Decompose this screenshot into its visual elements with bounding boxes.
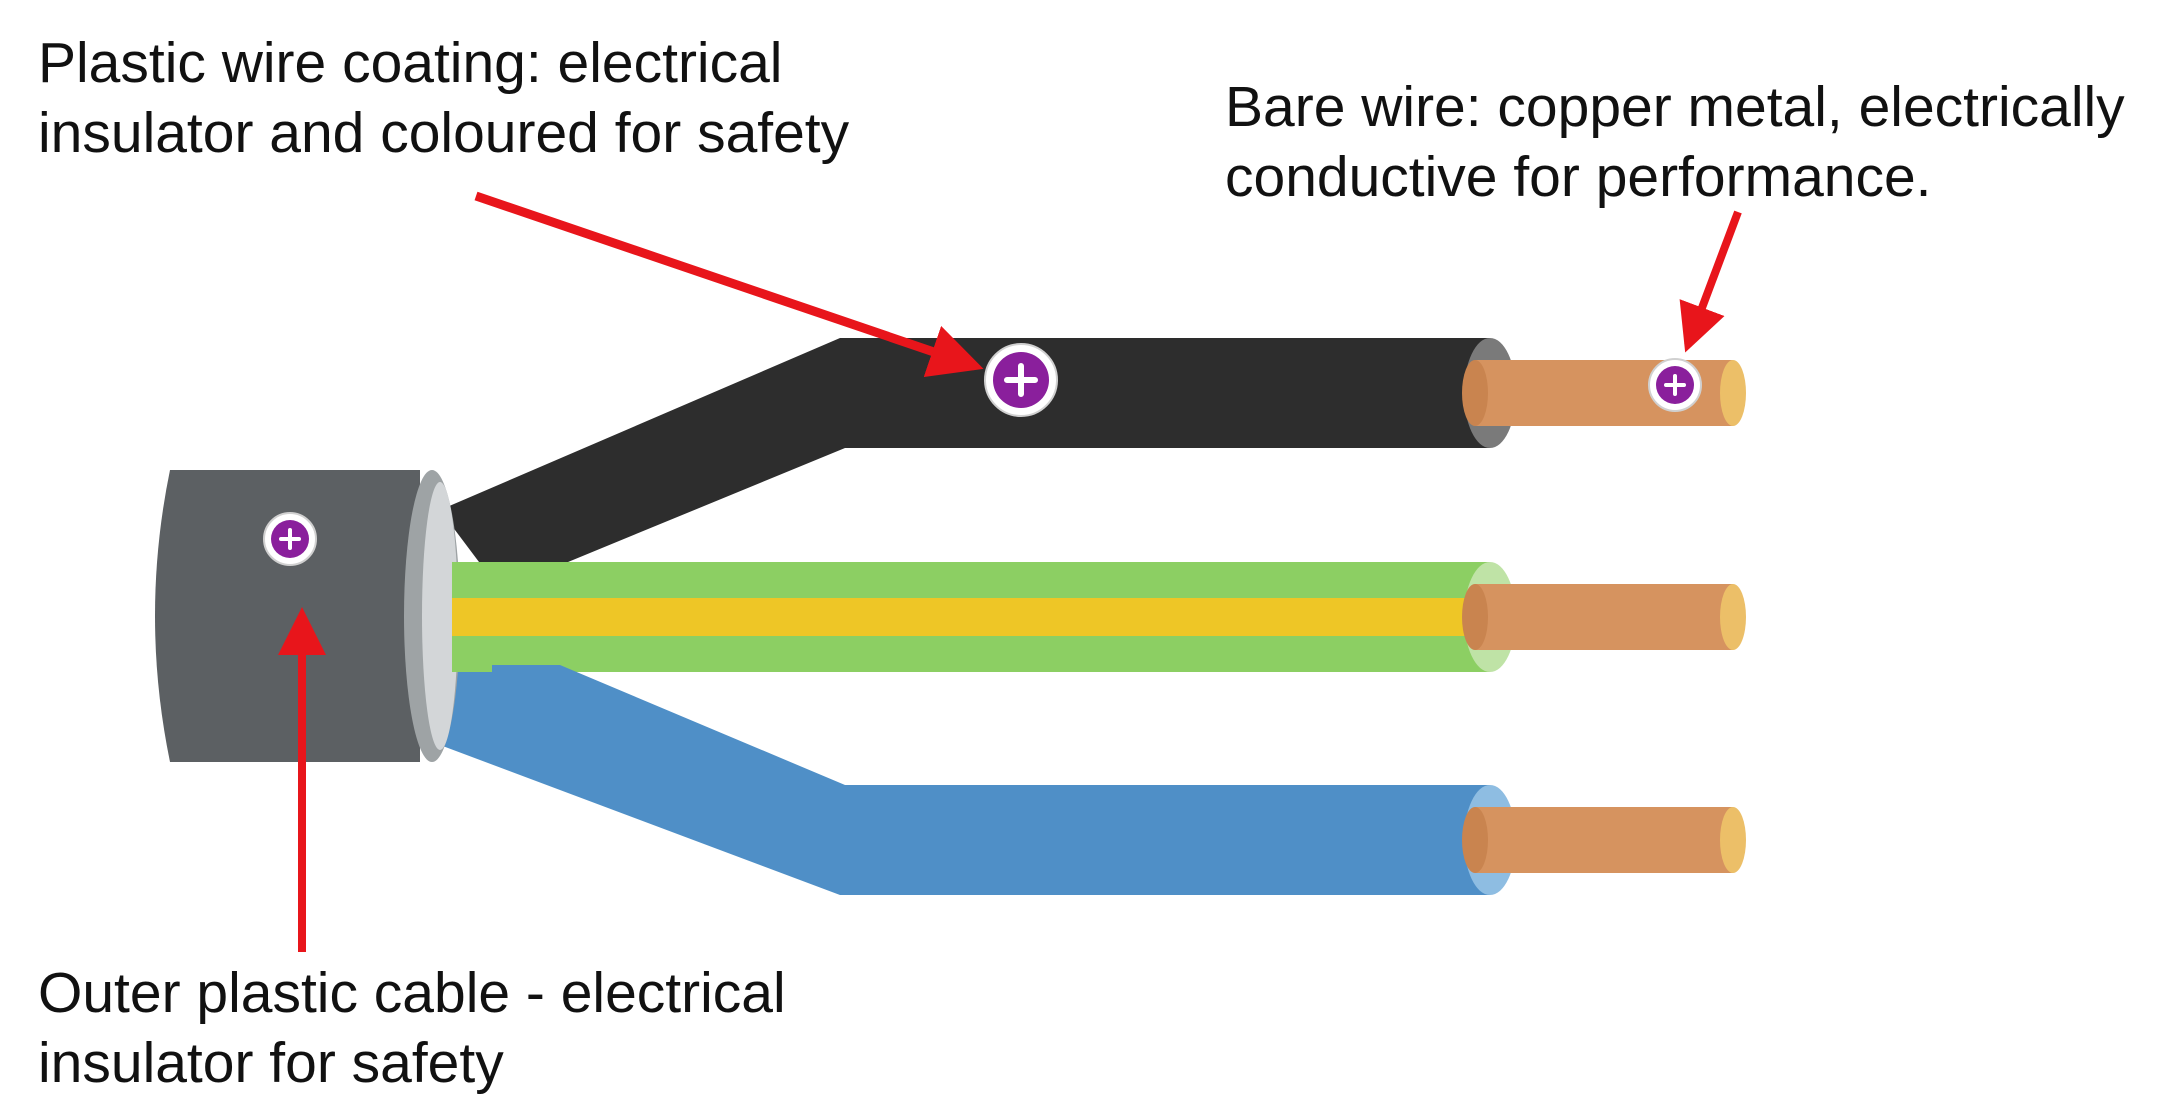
plastic-wire-coating-label: Plastic wire coating: electrical insulat…	[38, 28, 849, 168]
yellow-wire-stripe	[440, 598, 1490, 636]
bare-wire-label-line-1: Bare wire: copper metal, electrically	[1225, 75, 2125, 139]
arrow-to-wire-coating	[474, 191, 984, 378]
arrow-to-bare-wire	[1679, 210, 1742, 353]
copper-core-bottom	[1462, 807, 1746, 873]
plus-hotspot-icon[interactable]	[984, 343, 1058, 417]
copper-core-top	[1462, 360, 1746, 426]
bare-wire-label-line-2: conductive for performance.	[1225, 145, 1932, 209]
blue-wire-coating	[440, 665, 1490, 895]
plus-hotspot-icon[interactable]	[1648, 358, 1702, 412]
outer-cable-label: Outer plastic cable - electrical insulat…	[38, 958, 786, 1098]
copper-core-middle	[1462, 584, 1746, 650]
outer-cable-label-line-1: Outer plastic cable - electrical	[38, 961, 786, 1025]
outer-cable-label-line-2: insulator for safety	[38, 1031, 504, 1095]
plastic-wire-coating-label-line-1: Plastic wire coating: electrical	[38, 31, 783, 95]
black-wire-coating	[440, 338, 1490, 590]
outer-cable-rim	[422, 482, 458, 750]
bare-wire-label: Bare wire: copper metal, electrically co…	[1225, 72, 2125, 212]
plastic-wire-coating-label-line-2: insulator and coloured for safety	[38, 101, 850, 165]
earth-wire-exit-stripe	[452, 598, 492, 636]
plus-hotspot-icon[interactable]	[263, 512, 317, 566]
